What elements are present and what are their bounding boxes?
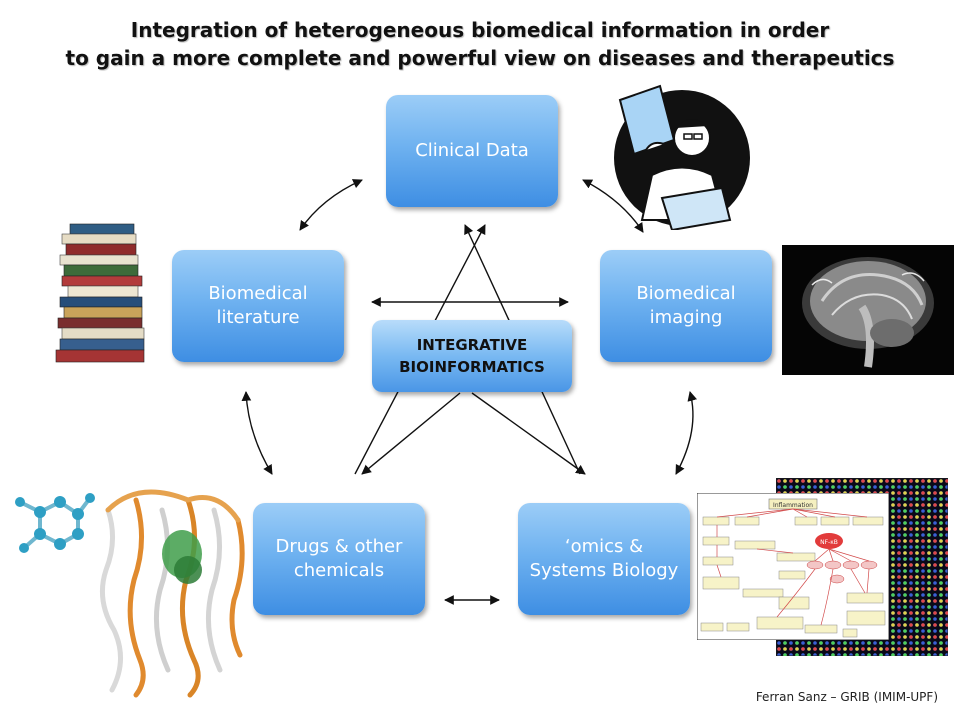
arrow-literature-drugs bbox=[241, 391, 273, 475]
node-clinical-data: Clinical Data bbox=[386, 95, 558, 207]
title-line-2: to gain a more complete and powerful vie… bbox=[65, 46, 895, 70]
arrow-imaging-omics bbox=[675, 391, 697, 475]
pathway-header: Inflammation bbox=[773, 502, 813, 509]
protein-structure-image bbox=[99, 489, 245, 698]
node-omics-systems-biology: ‘omics & Systems Biology bbox=[518, 503, 690, 615]
arrow-literature-clinical bbox=[299, 179, 363, 231]
molecule-image bbox=[15, 493, 95, 553]
arrow-center-drugs bbox=[361, 392, 461, 475]
arrow-center-omics bbox=[471, 392, 586, 475]
brain-mri-image bbox=[782, 245, 954, 375]
title-line-1: Integration of heterogeneous biomedical … bbox=[130, 18, 830, 42]
arrow-clinical-imaging bbox=[582, 179, 644, 233]
node-biomedical-imaging: Biomedical imaging bbox=[600, 250, 772, 362]
book-stack-image bbox=[55, 223, 145, 363]
node-biomedical-literature: Biomedical literature bbox=[172, 250, 344, 362]
footer-credit: Ferran Sanz – GRIB (IMIM-UPF) bbox=[755, 690, 938, 704]
pathway-diagram-image: Inflammation NF-κB bbox=[697, 493, 889, 640]
node-drugs-chemicals: Drugs & other chemicals bbox=[253, 503, 425, 615]
pathway-center-node: NF-κB bbox=[820, 539, 838, 546]
doctor-with-laptop-icon bbox=[614, 84, 750, 230]
node-integrative-bioinformatics: INTEGRATIVE BIOINFORMATICS bbox=[372, 320, 572, 392]
